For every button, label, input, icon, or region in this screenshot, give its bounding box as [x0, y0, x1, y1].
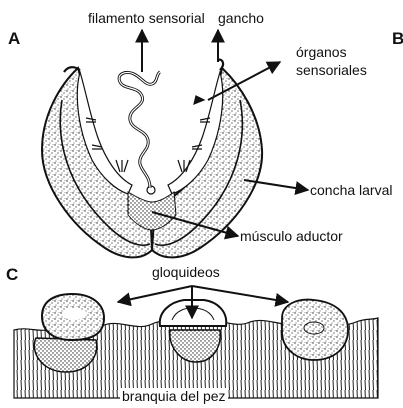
- label-sensory-organs-1: órganos: [296, 44, 347, 60]
- glochidium-attached-right: [282, 300, 348, 360]
- panel-label-c: C: [6, 266, 18, 284]
- label-sensory-organs-2: sensoriales: [296, 62, 367, 78]
- label-larval-shell: concha larval: [310, 182, 393, 198]
- label-adductor-muscle: músculo aductor: [240, 228, 343, 244]
- label-glochidia: gloquideos: [152, 264, 220, 280]
- panel-label-a: A: [8, 30, 20, 48]
- label-sensory-filament: filamento sensorial: [88, 10, 205, 26]
- panel-label-b: B: [392, 30, 403, 48]
- label-fish-gill: branquia del pez: [120, 388, 228, 404]
- sensory-filament-core: [119, 72, 160, 188]
- label-hook: gancho: [218, 10, 264, 26]
